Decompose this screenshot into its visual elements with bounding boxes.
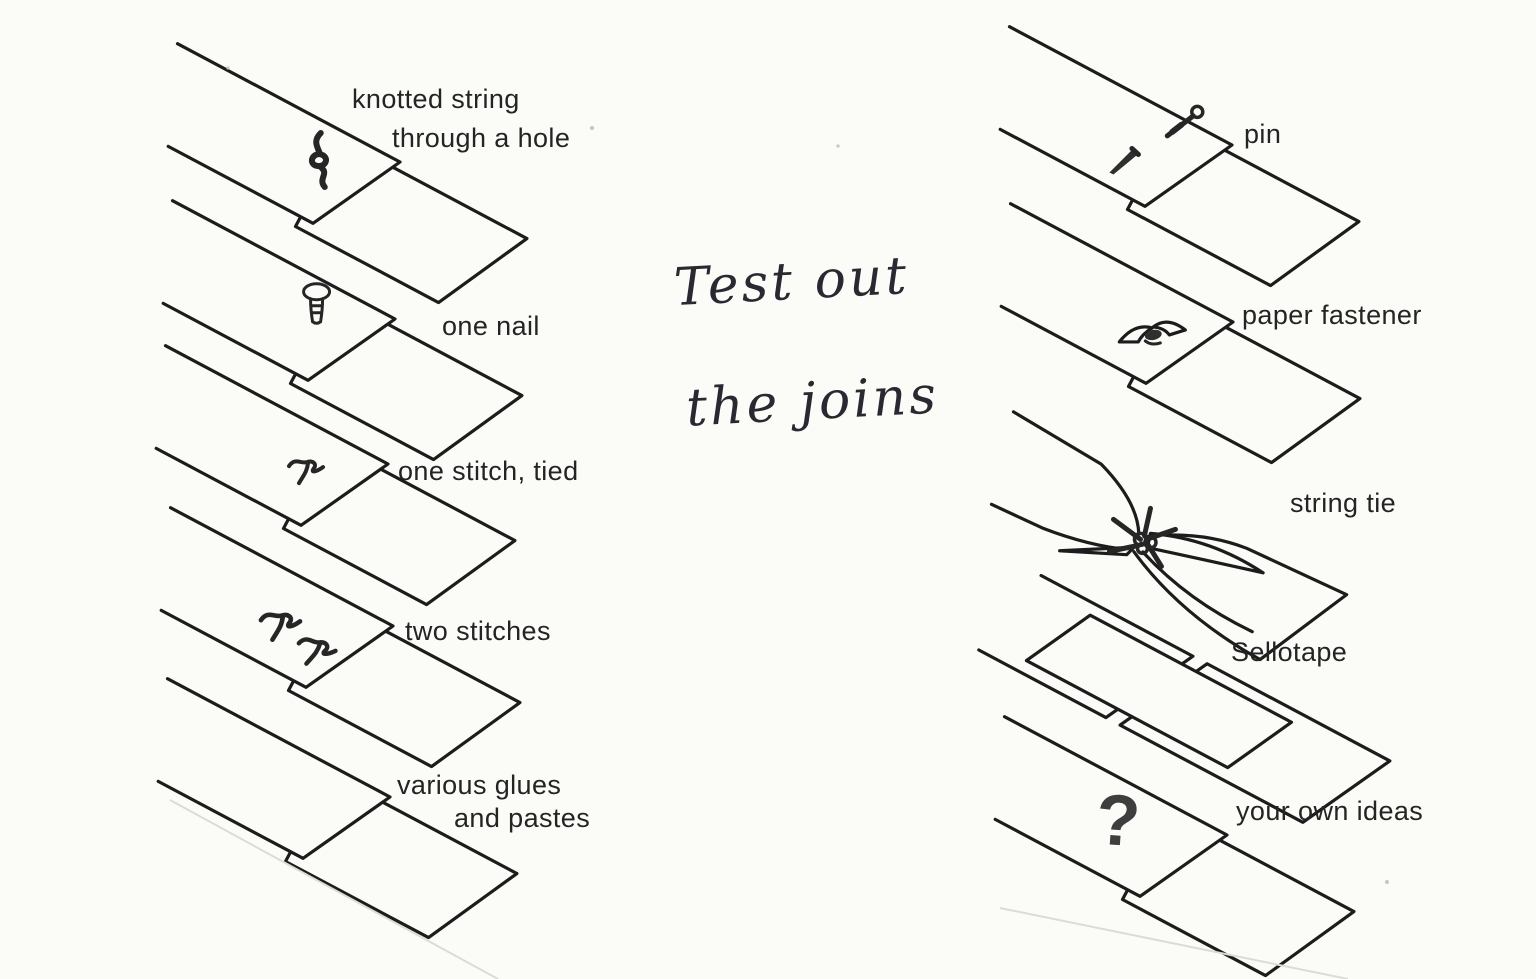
label-one-nail: one nail [442, 311, 540, 341]
tape-icon [1024, 613, 1294, 770]
nail-icon [302, 282, 332, 325]
label-string-tie: string tie [1290, 488, 1397, 518]
label-glues-line1: various glues [397, 770, 562, 800]
lying-pin-icon [1109, 145, 1141, 175]
handwritten-note-line1: Test out [672, 245, 911, 319]
join-paper-fastener [939, 189, 1367, 487]
label-two-stitches: two stitches [405, 616, 551, 646]
join-string-tie [955, 405, 1349, 662]
label-glues-line2: and pastes [454, 803, 591, 833]
label-one-stitch: one stitch, tied [398, 456, 579, 486]
label-own-ideas: your own ideas [1236, 796, 1424, 826]
label-pin: pin [1244, 119, 1282, 149]
label-sellotape: Sellotape [1231, 637, 1348, 667]
label-knotted-string-line1: knotted string [352, 84, 520, 114]
label-knotted-string-line2: through a hole [392, 123, 571, 153]
label-paper-fastener: paper fastener [1242, 300, 1422, 330]
knot-icon [309, 130, 329, 191]
paper-fastener-icon [1117, 320, 1187, 346]
question-mark-icon: ? [1093, 779, 1143, 863]
join-knotted-string [106, 29, 534, 327]
join-one-nail [101, 186, 529, 484]
string-knot-icon [1106, 505, 1178, 569]
join-pin [938, 12, 1366, 310]
join-sellotape [974, 569, 1392, 824]
pin-icon [1164, 104, 1205, 139]
